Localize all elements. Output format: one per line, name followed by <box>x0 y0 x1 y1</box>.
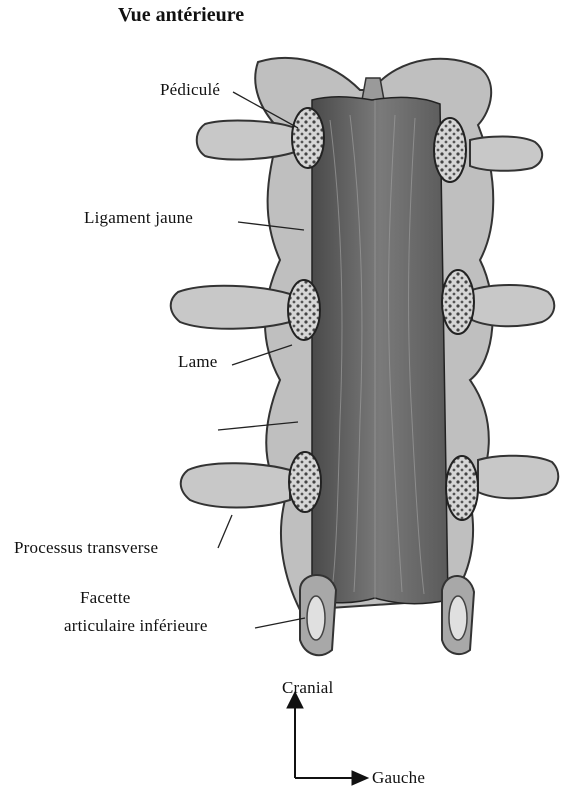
label-facette-line1: Facette <box>80 588 130 608</box>
axis-label-gauche: Gauche <box>372 768 425 788</box>
axis-label-cranial: Cranial <box>282 678 333 698</box>
orientation-axes <box>287 692 368 785</box>
label-ligament-jaune: Ligament jaune <box>84 208 193 228</box>
label-facette-line2: articulaire inférieure <box>64 616 208 636</box>
spinous-process-tip <box>362 78 384 100</box>
label-pedicule: Pédiculé <box>160 80 220 100</box>
figure-title: Vue antérieure <box>118 4 244 27</box>
label-lame: Lame <box>178 352 218 372</box>
label-processus-transverse: Processus transverse <box>14 538 158 558</box>
ligamentum-flavum <box>312 97 448 604</box>
